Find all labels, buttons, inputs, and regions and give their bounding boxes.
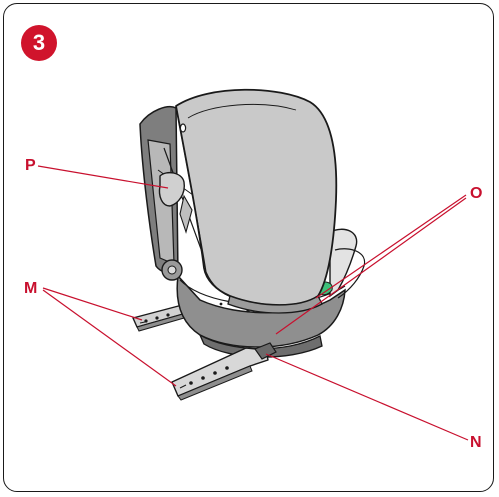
- leader-line-m-upper: [42, 287, 143, 321]
- leader-line-o-lower: [275, 197, 467, 335]
- callout-label-m: M: [24, 280, 38, 297]
- callout-label-p: P: [25, 157, 36, 174]
- leader-line-m-lower: [42, 289, 177, 387]
- leader-lines: [37, 165, 469, 441]
- step-number: 3: [32, 30, 46, 55]
- leader-line-o-upper: [315, 194, 467, 299]
- callout-label-o: O: [470, 185, 483, 202]
- leader-line-n: [265, 353, 469, 441]
- isofix-arm-front: [171, 342, 277, 401]
- handle-p-part: [158, 171, 193, 234]
- leader-line-p: [37, 165, 169, 189]
- step-badge: 3: [21, 25, 57, 61]
- callout-label-n: N: [470, 434, 482, 451]
- seat-shell: [175, 88, 338, 314]
